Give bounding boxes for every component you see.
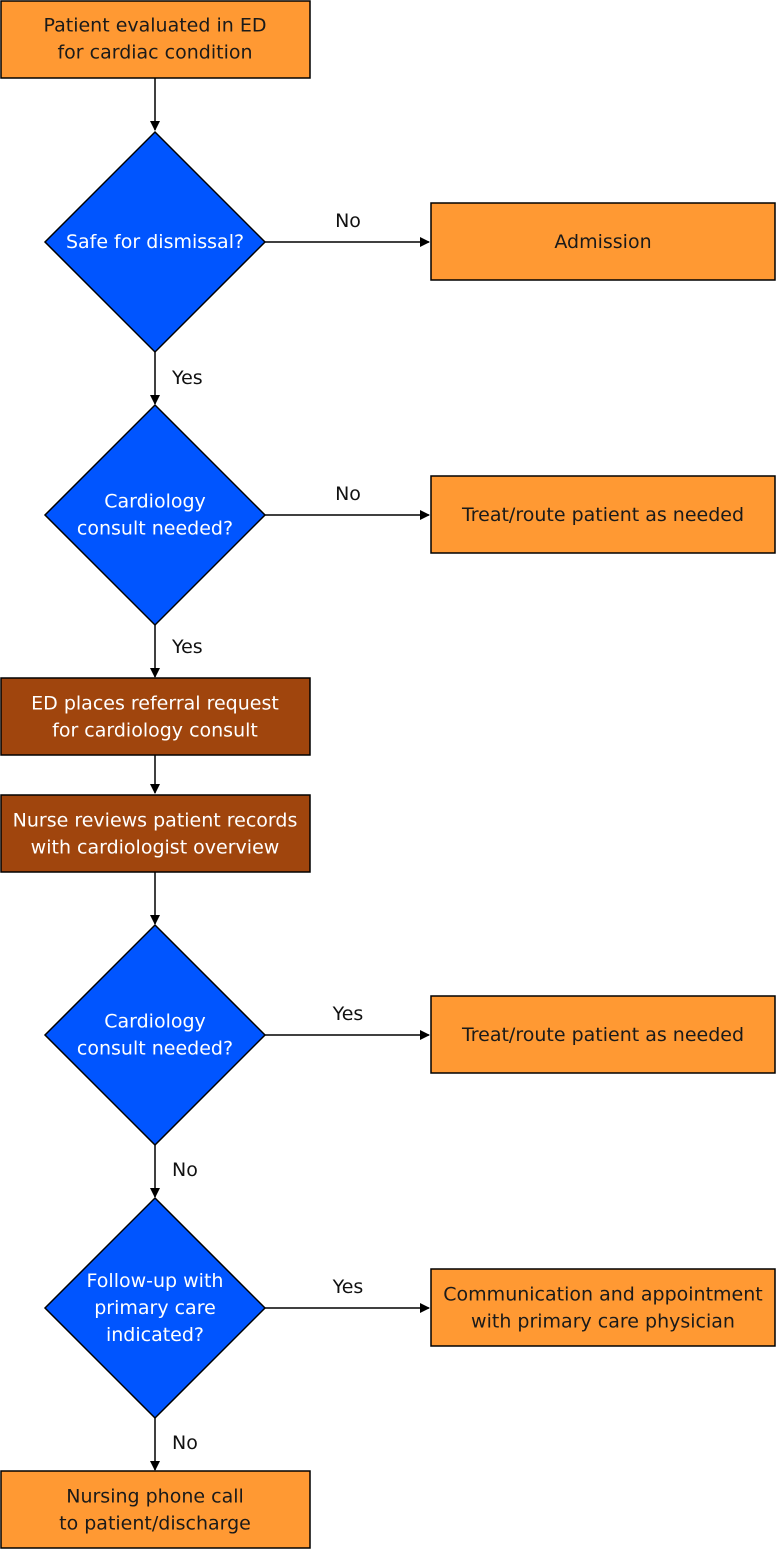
node-admission-shape xyxy=(430,202,776,281)
label-dismissal-yes: Yes xyxy=(171,367,203,389)
consult1-line-2: consult needed? xyxy=(77,518,233,540)
treat2-line-1: Treat/route patient as needed xyxy=(461,1024,744,1046)
referral-line-1: ED places referral request xyxy=(31,693,279,715)
node-dismissal-shape xyxy=(43,130,267,354)
node-treat1-shape xyxy=(430,475,776,554)
node-admission: Admission xyxy=(430,202,776,281)
node-communication-text: Communication and appointment with primar… xyxy=(443,1284,762,1333)
communication-line-2: with primary care physician xyxy=(471,1311,735,1333)
node-phonecall-text: Nursing phone call to patient/discharge xyxy=(59,1486,251,1535)
node-treat2-text: Treat/route patient as needed xyxy=(461,1024,744,1046)
label-consult2-yes: Yes xyxy=(332,1003,364,1025)
node-phonecall-shape xyxy=(0,1470,311,1549)
node-followup: Follow-up with primary care indicated? xyxy=(43,1196,267,1420)
followup-line-3: indicated? xyxy=(106,1324,204,1346)
node-review-text: Nurse reviews patient records with cardio… xyxy=(13,810,298,859)
review-line-2: with cardiologist overview xyxy=(31,837,280,859)
node-treat1-text: Treat/route patient as needed xyxy=(461,504,744,526)
node-followup-shape xyxy=(43,1196,267,1420)
review-line-1: Nurse reviews patient records xyxy=(13,810,298,832)
label-followup-yes: Yes xyxy=(332,1276,364,1298)
treat1-line-1: Treat/route patient as needed xyxy=(461,504,744,526)
node-referral: ED places referral request for cardiology… xyxy=(0,677,311,756)
node-consult1-text: Cardiology consult needed? xyxy=(77,491,233,540)
node-treat1: Treat/route patient as needed xyxy=(430,475,776,554)
admission-line-1: Admission xyxy=(554,231,651,253)
connectors xyxy=(150,78,430,1471)
edge-labels: No Yes No Yes Yes No Yes No xyxy=(171,210,363,1454)
consult2-line-1: Cardiology xyxy=(104,1011,206,1033)
node-dismissal: Safe for dismissal? xyxy=(43,130,267,354)
node-start: Patient evaluated in ED for cardiac condi… xyxy=(0,0,311,79)
node-consult1: Cardiology consult needed? xyxy=(43,403,267,627)
node-referral-shape xyxy=(0,677,311,756)
followup-line-1: Follow-up with xyxy=(87,1270,224,1292)
node-consult2-shape xyxy=(43,923,267,1147)
label-consult2-no: No xyxy=(172,1159,198,1181)
node-communication: Communication and appointment with primar… xyxy=(430,1268,776,1347)
node-admission-text: Admission xyxy=(554,231,651,253)
node-dismissal-text: Safe for dismissal? xyxy=(66,231,244,253)
followup-line-2: primary care xyxy=(94,1297,216,1319)
consult1-line-1: Cardiology xyxy=(104,491,206,513)
dismissal-line-1: Safe for dismissal? xyxy=(66,231,244,253)
node-start-text: Patient evaluated in ED for cardiac condi… xyxy=(44,15,267,64)
node-start-shape xyxy=(0,0,311,79)
node-treat2: Treat/route patient as needed xyxy=(430,995,776,1074)
node-review: Nurse reviews patient records with cardio… xyxy=(0,794,311,873)
phonecall-line-2: to patient/discharge xyxy=(59,1513,251,1535)
node-treat2-shape xyxy=(430,995,776,1074)
communication-line-1: Communication and appointment xyxy=(443,1284,762,1306)
node-consult2: Cardiology consult needed? xyxy=(43,923,267,1147)
label-followup-no: No xyxy=(172,1432,198,1454)
node-communication-shape xyxy=(430,1268,776,1347)
node-consult2-text: Cardiology consult needed? xyxy=(77,1011,233,1060)
start-line-1: Patient evaluated in ED xyxy=(44,15,267,37)
label-consult1-no: No xyxy=(335,483,361,505)
label-consult1-yes: Yes xyxy=(171,636,203,658)
consult2-line-2: consult needed? xyxy=(77,1038,233,1060)
referral-line-2: for cardiology consult xyxy=(52,720,258,742)
node-followup-text: Follow-up with primary care indicated? xyxy=(87,1270,224,1346)
phonecall-line-1: Nursing phone call xyxy=(66,1486,244,1508)
node-referral-text: ED places referral request for cardiology… xyxy=(31,693,279,742)
node-consult1-shape xyxy=(43,403,267,627)
node-phonecall: Nursing phone call to patient/discharge xyxy=(0,1470,311,1549)
label-dismissal-no: No xyxy=(335,210,361,232)
node-review-shape xyxy=(0,794,311,873)
start-line-2: for cardiac condition xyxy=(57,42,252,64)
